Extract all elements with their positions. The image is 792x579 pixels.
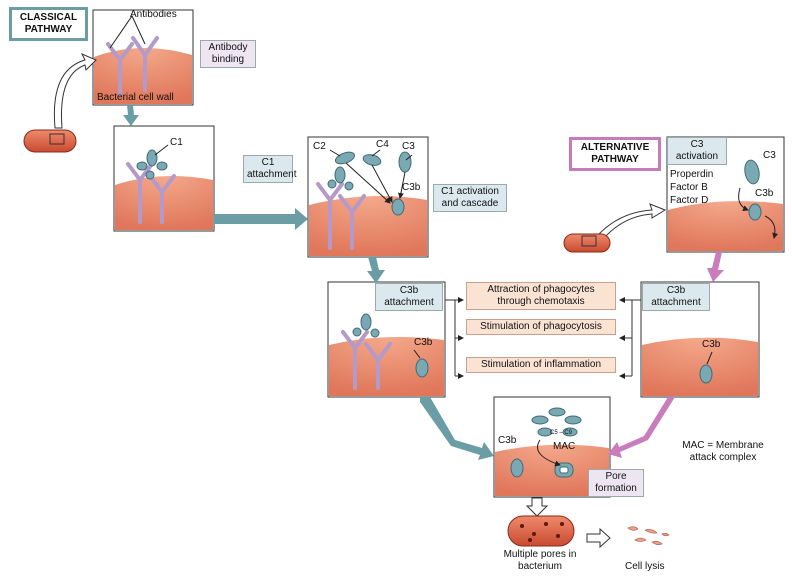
bacterium-alternative — [563, 233, 611, 253]
c3b-label-panel6: C3b — [498, 435, 517, 446]
outcome-brackets — [445, 297, 641, 376]
mac-label: MAC — [553, 441, 576, 452]
cell-wall-label: Bacterial cell wall — [97, 92, 174, 103]
c3-label-alt: C3 — [763, 150, 776, 161]
c3b-label-panel4: C3b — [414, 337, 433, 348]
complement-proteins — [334, 151, 762, 478]
c1-activation-caption: C1 activation and cascade — [433, 184, 507, 212]
pore-formation-caption: Pore formation — [588, 469, 644, 497]
c1-label: C1 — [170, 137, 183, 148]
classical-pathway-title: CLASSICAL PATHWAY — [9, 7, 88, 41]
pointer-lines — [109, 15, 779, 467]
c3-activation-caption: C3 activation — [667, 137, 727, 165]
c1-complex — [136, 149, 380, 338]
c3b-label-panel5: C3b — [702, 339, 721, 350]
c2-label: C2 — [313, 141, 326, 152]
outcome-chemotaxis: Attraction of phagocytes through chemota… — [466, 282, 616, 310]
c4-label: C4 — [376, 139, 389, 150]
mac-definition: MAC = Membrane attack complex — [682, 440, 764, 463]
zoom-arrows — [53, 53, 667, 549]
c1-attachment-caption: C1 attachment — [243, 155, 296, 183]
antibodies-label: Antibodies — [130, 9, 177, 20]
c5-c9-label: C5 – C9 — [550, 430, 573, 436]
bacterium-with-pores — [507, 515, 575, 547]
c3b-label-alt: C3b — [755, 188, 774, 199]
factor-b-label: Factor B — [670, 182, 708, 193]
cell-lysis-label: Cell lysis — [625, 561, 665, 572]
c3b-label-panel3: C3b — [402, 182, 421, 193]
outcome-phagocytosis: Stimulation of phagocytosis — [466, 319, 616, 335]
multiple-pores-label: Multiple pores in bacterium — [503, 549, 577, 572]
bacterium-classical — [23, 129, 77, 153]
outcome-inflammation: Stimulation of inflammation — [466, 357, 616, 373]
c3-label: C3 — [402, 141, 415, 152]
factor-d-label: Factor D — [670, 195, 709, 206]
antibody-y-shapes — [106, 36, 392, 390]
classical-flow-arrows — [123, 105, 494, 460]
c3b-attachment-caption-left: C3b attachment — [375, 283, 443, 311]
antibody-binding-caption: Antibody binding — [200, 40, 256, 68]
lysed-cell-fragments — [627, 526, 670, 545]
alternative-pathway-title: ALTERNATIVE PATHWAY — [569, 137, 661, 171]
c3b-attachment-caption-right: C3b attachment — [642, 283, 710, 311]
alternative-flow-arrows — [608, 252, 724, 458]
properdin-label: Properdin — [670, 169, 714, 180]
